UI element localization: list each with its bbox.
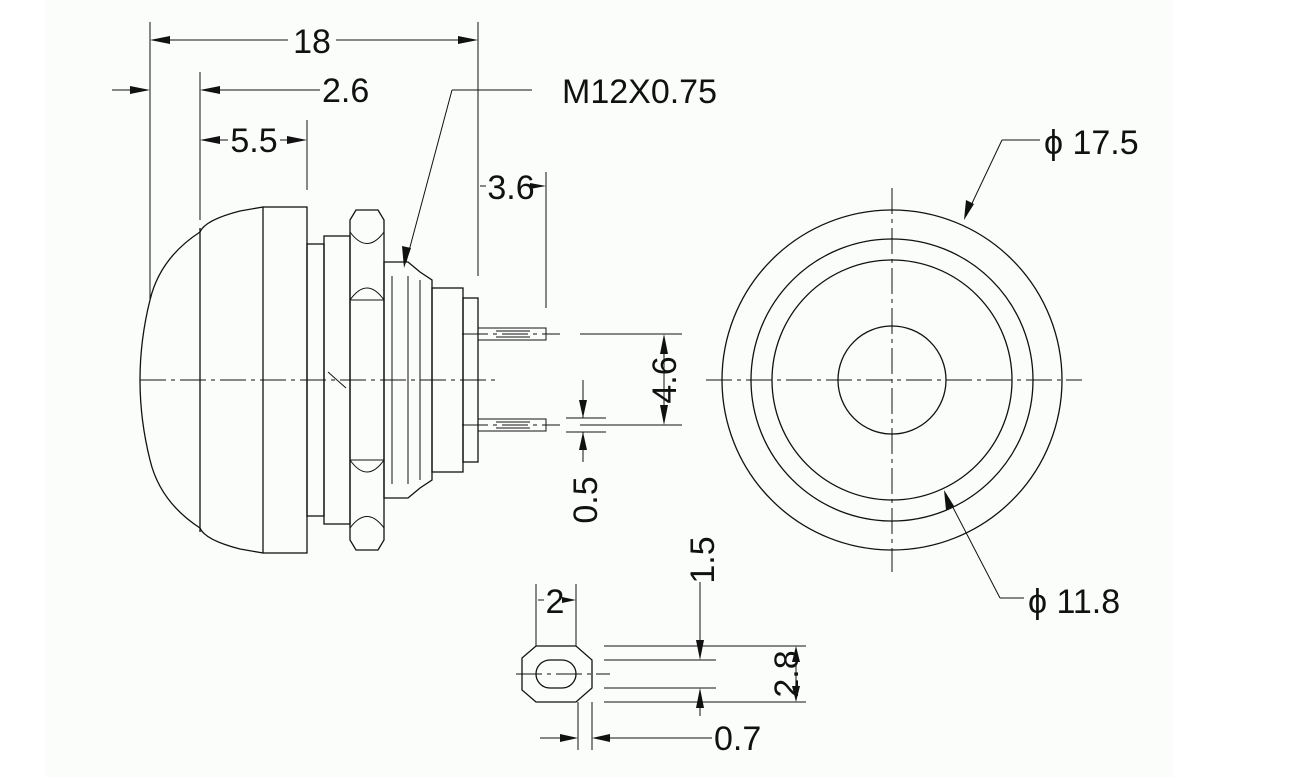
dim-label-18: 18 [293,23,331,61]
dim-label-0-5: 0.5 [567,476,605,523]
terminal-tab-outline [521,645,593,703]
thread-callout: M12X0.75 [402,73,717,268]
hex-nut [349,209,385,551]
dim-terminal-thickness: 0.5 [566,380,606,524]
dim-outer-diameter: ϕ 17.5 [964,124,1139,220]
dim-tab-width: 2 [535,583,577,646]
dim-label-2-6: 2.6 [322,72,369,110]
rear-base [462,297,479,463]
dim-inner-diameter: ϕ 11.8 [944,490,1120,621]
hex-nut-facets [349,231,385,529]
dim-tab-thickness: 0.7 [540,702,761,758]
dim-terminal-pitch: 4.6 [580,333,684,426]
cap-ring-circle [750,238,1034,522]
dim-label-phi-17-5: ϕ 17.5 [1044,124,1139,162]
dim-label-phi-11-8: ϕ 11.8 [1028,583,1120,621]
dim-label-2-8: 2.8 [768,650,806,697]
front-view: ϕ 17.5 ϕ 11.8 [706,124,1139,621]
terminal-detail-view: 2 1.5 2.8 0.7 [516,536,806,758]
threaded-body [383,261,433,499]
thread-spec-label: M12X0.75 [562,73,717,111]
dim-label-5-5: 5.5 [230,122,277,160]
dim-tab-height: 2.8 [604,645,806,703]
terminal-upper [462,327,560,341]
dim-cap-length: 5.5 [199,120,308,220]
dim-label-0-7: 0.7 [714,720,761,758]
dim-label-2: 2 [546,583,565,621]
dim-cap-offset: 2.6 [112,72,369,220]
dim-label-3-6: 3.6 [487,169,534,207]
center-dome-circle [837,325,947,435]
side-view: 18 2.6 5.5 M12X0.75 [112,22,717,554]
terminal-lower [462,418,560,432]
dim-hole-size: 1.5 [604,536,722,716]
nut-mark [327,371,347,389]
paper-sheet [46,0,1174,777]
dim-overall-length: 18 [149,22,479,300]
dim-terminal-length: 3.6 [477,169,547,308]
dim-label-4-6: 4.6 [646,356,684,403]
outer-rim-circle [721,209,1063,551]
button-face-circle [771,259,1013,501]
dim-label-1-5: 1.5 [684,536,722,583]
